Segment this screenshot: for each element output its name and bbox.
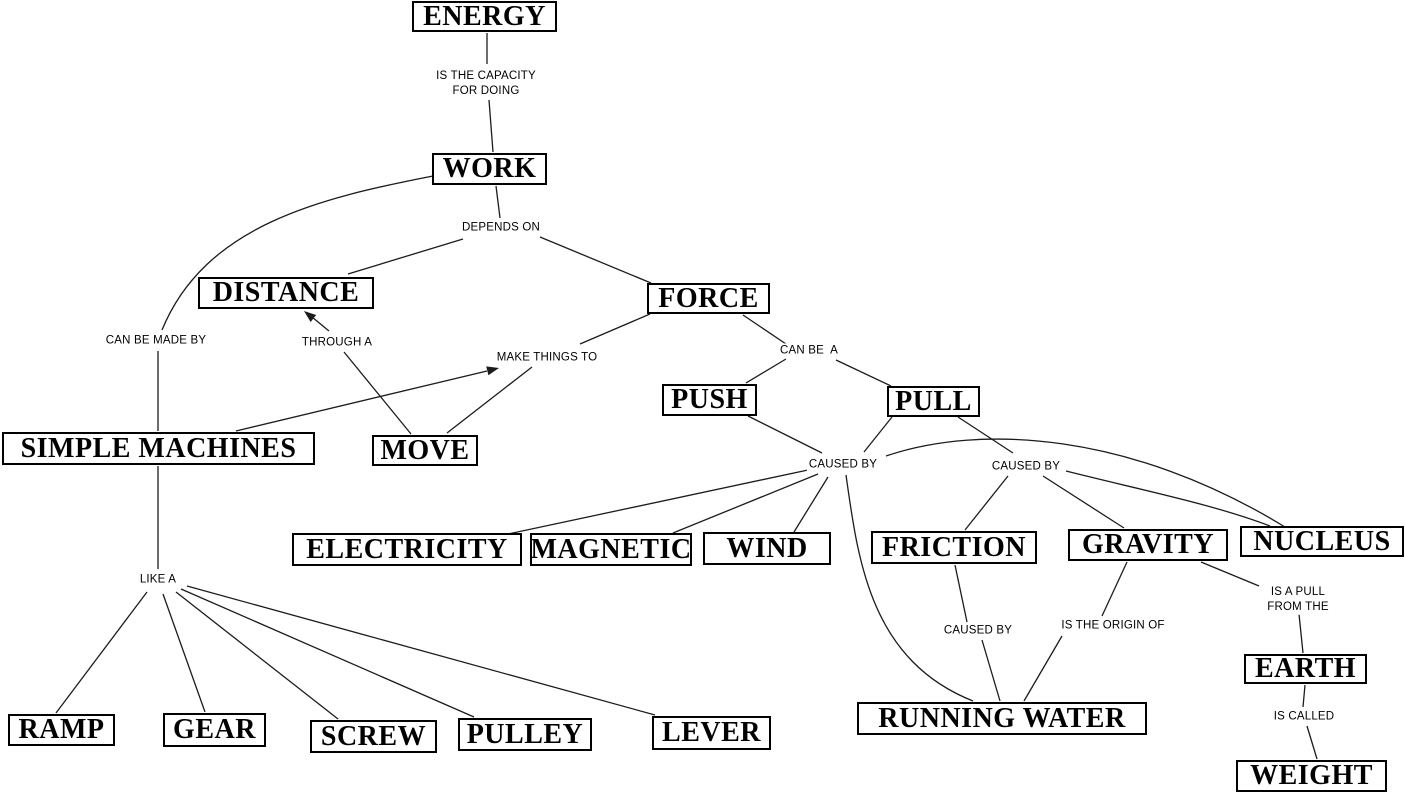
link-label-can-be-a[interactable]: CAN BE A bbox=[777, 343, 841, 359]
edge-is-called--weight bbox=[1306, 725, 1318, 760]
link-label-depends-on[interactable]: DEPENDS ON bbox=[459, 220, 543, 236]
edge-like-a--gear bbox=[162, 593, 206, 713]
link-label-like-a[interactable]: LIKE A bbox=[137, 572, 179, 588]
link-label-is-called[interactable]: IS CALLED bbox=[1271, 709, 1337, 725]
edge-caused-by-1--magnetic bbox=[672, 473, 819, 534]
edge-work--depends-on bbox=[495, 185, 501, 219]
node-running-water[interactable]: RUNNING WATER bbox=[857, 702, 1147, 735]
node-wind[interactable]: WIND bbox=[703, 532, 831, 565]
node-gear[interactable]: GEAR bbox=[163, 713, 266, 747]
edge-through-a--distance bbox=[311, 316, 330, 332]
node-ramp[interactable]: RAMP bbox=[8, 714, 115, 746]
edge-caused-by-1--nucleus bbox=[885, 438, 1286, 528]
node-push[interactable]: PUSH bbox=[662, 384, 757, 416]
node-nucleus[interactable]: NUCLEUS bbox=[1240, 526, 1404, 557]
node-friction[interactable]: FRICTION bbox=[871, 531, 1037, 564]
node-energy[interactable]: ENERGY bbox=[412, 1, 557, 32]
node-move[interactable]: MOVE bbox=[372, 435, 478, 466]
node-pull[interactable]: PULL bbox=[887, 386, 980, 417]
edge-like-a--ramp bbox=[55, 591, 148, 714]
link-label-is-a-pull-from-the[interactable]: IS A PULL FROM THE bbox=[1265, 584, 1331, 616]
link-label-through-a[interactable]: THROUGH A bbox=[299, 335, 375, 351]
link-label-is-the-capacity-for-doing[interactable]: IS THE CAPACITY FOR DOING bbox=[434, 68, 538, 100]
edge-force--make-things-to bbox=[579, 313, 651, 345]
edge-gravity--is-the-origin-of bbox=[1101, 561, 1128, 617]
edge-caused-by-1--wind bbox=[793, 476, 829, 533]
link-label-caused-by-1[interactable]: CAUSED BY bbox=[806, 457, 880, 473]
link-label-is-the-origin-of[interactable]: IS THE ORIGIN OF bbox=[1059, 618, 1167, 634]
edge-friction--caused-by-3 bbox=[954, 564, 968, 623]
node-earth[interactable]: EARTH bbox=[1244, 654, 1367, 684]
link-label-can-be-made-by[interactable]: CAN BE MADE BY bbox=[103, 333, 209, 349]
edge-depends-on--force bbox=[539, 236, 652, 284]
link-label-make-things-to[interactable]: MAKE THINGS TO bbox=[494, 350, 600, 366]
edge-simple-machines--make-things-to bbox=[235, 370, 488, 432]
edge-caused-by-1--running-water bbox=[845, 474, 974, 702]
edge-caused-by-1--electricity bbox=[507, 469, 809, 535]
node-force[interactable]: FORCE bbox=[647, 283, 770, 314]
edge-is-the-capacity-for-doing--work bbox=[488, 99, 494, 153]
node-simple-machines[interactable]: SIMPLE MACHINES bbox=[2, 432, 315, 465]
edge-earth--is-called bbox=[1302, 684, 1306, 708]
edge-move--through-a bbox=[343, 351, 412, 435]
edge-depends-on--distance bbox=[347, 238, 464, 275]
node-lever[interactable]: LEVER bbox=[652, 716, 771, 750]
link-label-caused-by-2[interactable]: CAUSED BY bbox=[989, 459, 1063, 475]
edge-is-the-origin-of--running-water bbox=[1023, 635, 1063, 702]
edge-is-a-pull-from-the--earth bbox=[1298, 613, 1304, 654]
node-work[interactable]: WORK bbox=[432, 153, 547, 185]
node-distance[interactable]: DISTANCE bbox=[198, 277, 374, 309]
edge-pull--caused-by-2 bbox=[957, 416, 1014, 454]
edge-like-a--pulley bbox=[180, 588, 475, 718]
node-electricity[interactable]: ELECTRICITY bbox=[292, 533, 522, 566]
edge-caused-by-2--gravity bbox=[1042, 475, 1125, 529]
node-magnetic[interactable]: MAGNETIC bbox=[530, 533, 692, 566]
edge-pull--caused-by-1 bbox=[863, 416, 893, 453]
node-weight[interactable]: WEIGHT bbox=[1236, 760, 1387, 792]
edge-can-be-a--push bbox=[745, 358, 787, 384]
link-label-caused-by-3[interactable]: CAUSED BY bbox=[941, 623, 1015, 639]
edge-can-be-a--pull bbox=[835, 359, 892, 387]
edge-push--caused-by-1 bbox=[747, 415, 823, 454]
edge-force--can-be-a bbox=[742, 314, 787, 345]
arrowhead-simple-machines--make-things-to bbox=[486, 366, 499, 376]
edge-like-a--lever bbox=[186, 585, 656, 716]
edge-caused-by-2--friction bbox=[964, 475, 1009, 531]
edge-like-a--screw bbox=[175, 591, 339, 720]
edge-work--can-be-made-by bbox=[161, 175, 434, 331]
edge-move--make-things-to bbox=[446, 366, 533, 434]
edge-gravity--is-a-pull-from-the bbox=[1200, 561, 1260, 587]
node-screw[interactable]: SCREW bbox=[310, 720, 437, 753]
edge-caused-by-2--nucleus bbox=[1065, 470, 1271, 527]
arrowhead-through-a--distance bbox=[304, 311, 317, 322]
node-gravity[interactable]: GRAVITY bbox=[1068, 529, 1228, 561]
edge-caused-by-3--running-water bbox=[981, 639, 1001, 702]
node-pulley[interactable]: PULLEY bbox=[458, 718, 592, 751]
